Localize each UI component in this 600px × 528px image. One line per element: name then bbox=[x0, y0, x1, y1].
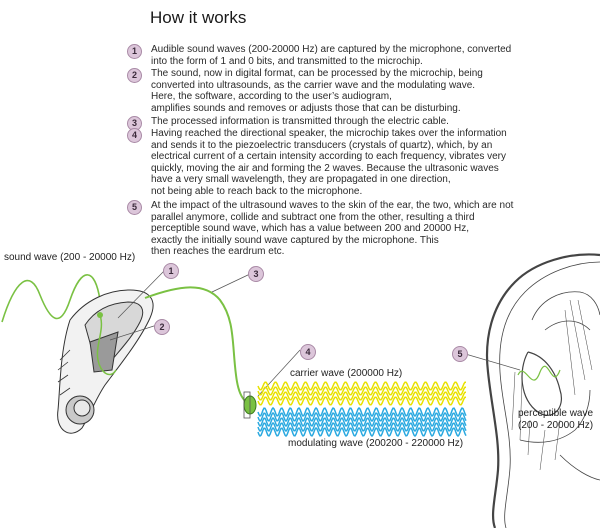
callout-4: 4 bbox=[300, 344, 316, 360]
step-badge: 1 bbox=[127, 44, 142, 59]
ear-sketch bbox=[485, 253, 600, 528]
step-text-line: perceptible sound wave, which has a valu… bbox=[151, 223, 469, 235]
perceptible-wave-label-line: perceptible wave bbox=[518, 408, 594, 419]
step-text-line: converted into ultrasounds, as the carri… bbox=[151, 79, 476, 91]
modulating-line bbox=[257, 421, 467, 433]
callout-3: 3 bbox=[248, 266, 264, 282]
step-text-line: Audible sound waves (200-20000 Hz) are c… bbox=[151, 44, 512, 55]
callout-2: 2 bbox=[154, 319, 170, 335]
modulating-wave-label: modulating wave (200200 - 220000 Hz) bbox=[288, 438, 464, 449]
step-1: 1 Audible sound waves (200-20000 Hz) are… bbox=[127, 44, 597, 67]
step-badge: 2 bbox=[127, 68, 142, 83]
step-4: 4 Having reached the directional speaker… bbox=[127, 128, 597, 198]
step-text-line: The processed information is transmitted… bbox=[151, 116, 449, 127]
step-badge: 5 bbox=[127, 200, 142, 215]
perceptible-wave bbox=[517, 365, 561, 381]
step-text-line: electrical current of a certain intensit… bbox=[151, 151, 506, 163]
step-text-line: and sends it to the piezoelectric transd… bbox=[151, 139, 493, 151]
step-text-line: not being able to reach back to the micr… bbox=[151, 185, 363, 197]
callout-1: 1 bbox=[163, 263, 179, 279]
step-text-line: Having reached the directional speaker, … bbox=[151, 128, 507, 139]
electric-cable bbox=[144, 286, 247, 403]
step-badge: 4 bbox=[127, 128, 142, 143]
step-text-line: into the form of 1 and 0 bits, and trans… bbox=[151, 55, 423, 67]
step-text-line: then reaches the eardrum etc. bbox=[151, 246, 285, 258]
hearing-device bbox=[57, 289, 154, 434]
modulating-line bbox=[257, 411, 467, 423]
callout-5: 5 bbox=[452, 346, 468, 362]
directional-speaker bbox=[243, 391, 257, 419]
step-text-line: parallel anymore, collide and subtract o… bbox=[151, 211, 475, 223]
step-text-line: Here, the software, according to the use… bbox=[151, 91, 392, 103]
perceptible-wave-label: perceptible wave (200 - 20000 Hz) bbox=[518, 408, 593, 432]
step-text-line: exactly the initially sound wave capture… bbox=[151, 234, 439, 246]
carrier-line bbox=[257, 381, 466, 391]
step-5: 5 At the impact of the ultrasound waves … bbox=[127, 200, 597, 258]
carrier-wave bbox=[257, 381, 466, 406]
carrier-wave-label: carrier wave (200000 Hz) bbox=[290, 368, 403, 379]
carrier-line bbox=[257, 391, 466, 401]
modulating-wave bbox=[257, 406, 467, 438]
step-text-line: At the impact of the ultrasound waves to… bbox=[151, 200, 514, 211]
step-text-line: amplifies sounds and removes or adjusts … bbox=[151, 102, 461, 114]
internal-circuit bbox=[96, 314, 117, 376]
modulating-line bbox=[257, 426, 467, 438]
carrier-line bbox=[257, 386, 466, 396]
step-text-line: The sound, now in digital format, can be… bbox=[151, 68, 483, 79]
modulating-line bbox=[257, 416, 467, 428]
perceptible-wave-label-line: (200 - 20000 Hz) bbox=[518, 420, 594, 431]
step-text-line: quickly, moving the air and forming the … bbox=[151, 162, 499, 174]
step-2: 2 The sound, now in digital format, can … bbox=[127, 68, 597, 114]
sound-wave-label: sound wave (200 - 20000 Hz) bbox=[4, 252, 136, 263]
step-text-line: have a very small wavelength, they are p… bbox=[151, 174, 451, 186]
carrier-line bbox=[257, 396, 466, 406]
modulating-line bbox=[257, 406, 467, 418]
page-title: How it works bbox=[150, 8, 247, 27]
